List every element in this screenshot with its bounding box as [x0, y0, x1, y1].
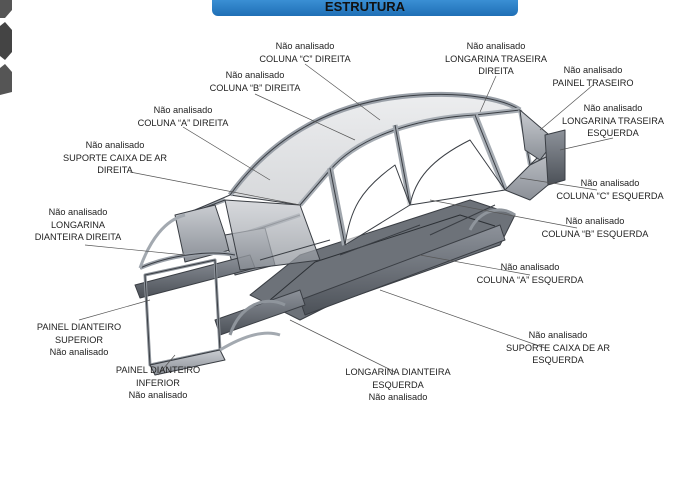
label-part-name-2: ESQUERDA — [587, 128, 639, 138]
label-part-name: LONGARINA — [50, 219, 106, 230]
label-part-name-2: DIREITA — [478, 66, 514, 76]
label-part-name: COLUNA “A” DIREITA — [137, 117, 229, 128]
label-status: Não analisado — [368, 392, 428, 402]
label-longarina-traseira-esquerda: Não analisado LONGARINA TRASEIRA ESQUERD… — [562, 102, 664, 140]
label-part-name: PAINEL DIANTEIRO — [36, 322, 122, 332]
label-part-name: PAINEL TRASEIRO — [552, 77, 634, 88]
label-coluna-c-direita: Não analisado COLUNA “C” DIREITA — [259, 40, 350, 65]
section-title: ESTRUTURA — [324, 0, 406, 14]
label-coluna-b-esquerda: Não analisado COLUNA “B” ESQUERDA — [542, 215, 649, 240]
label-status: Não analisado — [466, 41, 526, 51]
label-status: Não analisado — [583, 103, 643, 113]
label-longarina-traseira-direita: Não analisado LONGARINA TRASEIRA DIREITA — [445, 40, 547, 78]
label-status: Não analisado — [563, 65, 623, 75]
side-arrow-strip — [0, 0, 12, 95]
label-status: Não analisado — [565, 216, 625, 226]
label-suporte-caixa-ar-direita: Não analisado SUPORTE CAIXA DE AR DIREIT… — [63, 139, 167, 177]
label-part-name: LONGARINA DIANTEIRA — [345, 367, 451, 377]
label-part-name-2: ESQUERDA — [532, 355, 584, 365]
label-longarina-dianteira-esquerda: LONGARINA DIANTEIRA ESQUERDA Não analisa… — [345, 366, 450, 404]
label-longarina-dianteira-direita: Não analisado LONGARINA DIANTEIRA DIREIT… — [35, 206, 122, 244]
section-header: ESTRUTURA — [212, 0, 518, 16]
label-status: Não analisado — [275, 41, 335, 51]
label-coluna-a-direita: Não analisado COLUNA “A” DIREITA — [138, 104, 229, 129]
label-part-name: LONGARINA TRASEIRA — [445, 53, 547, 64]
label-part-name-2: DIREITA — [97, 165, 133, 175]
label-painel-dianteiro-inferior: PAINEL DIANTEIRO INFERIOR Não analisado — [116, 364, 200, 402]
label-status: Não analisado — [85, 140, 145, 150]
label-status: Não analisado — [128, 390, 188, 400]
label-status: Não analisado — [580, 178, 640, 188]
label-coluna-c-esquerda: Não analisado COLUNA “C” ESQUERDA — [556, 177, 663, 202]
label-part-name: COLUNA “B” ESQUERDA — [541, 228, 649, 239]
label-painel-dianteiro-superior: PAINEL DIANTEIRO SUPERIOR Não analisado — [37, 321, 121, 359]
label-coluna-b-direita: Não analisado COLUNA “B” DIREITA — [210, 69, 301, 94]
label-part-name-2: DIANTEIRA DIREITA — [34, 232, 122, 242]
label-part-name: COLUNA “C” ESQUERDA — [556, 190, 664, 201]
label-part-name: SUPORTE CAIXA DE AR — [63, 152, 167, 163]
label-status: Não analisado — [48, 207, 108, 217]
label-part-name-2: INFERIOR — [136, 377, 180, 388]
label-suporte-caixa-ar-esquerda: Não analisado SUPORTE CAIXA DE AR ESQUER… — [506, 329, 610, 367]
label-part-name: LONGARINA TRASEIRA — [562, 115, 664, 126]
label-status: Não analisado — [49, 347, 109, 357]
label-painel-traseiro: Não analisado PAINEL TRASEIRO — [552, 64, 633, 89]
label-part-name: SUPORTE CAIXA DE AR — [506, 342, 610, 353]
label-part-name-2: ESQUERDA — [372, 379, 424, 390]
label-part-name: COLUNA “B” DIREITA — [209, 82, 301, 93]
label-status: Não analisado — [225, 70, 285, 80]
label-coluna-a-esquerda: Não analisado COLUNA “A” ESQUERDA — [477, 261, 584, 286]
label-part-name: COLUNA “A” ESQUERDA — [476, 274, 584, 285]
label-status: Não analisado — [500, 262, 560, 272]
label-part-name-2: SUPERIOR — [54, 334, 103, 345]
label-status: Não analisado — [153, 105, 213, 115]
label-part-name: COLUNA “C” DIREITA — [259, 53, 351, 64]
label-part-name: PAINEL DIANTEIRO — [115, 365, 201, 375]
label-status: Não analisado — [528, 330, 588, 340]
